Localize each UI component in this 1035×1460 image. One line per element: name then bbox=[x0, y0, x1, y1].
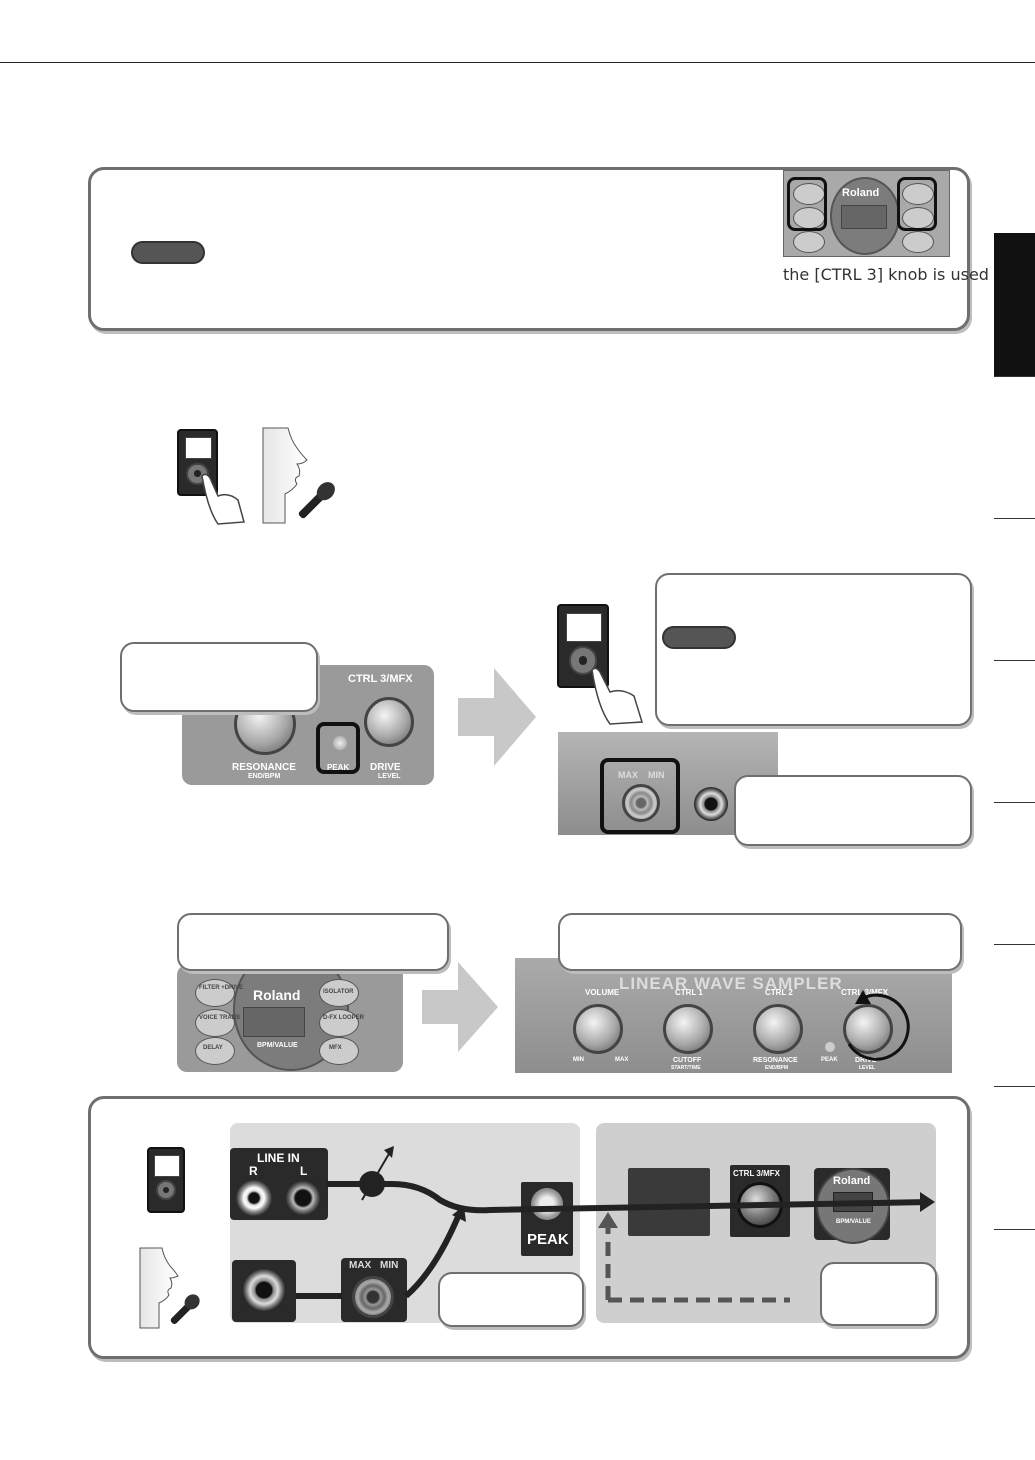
line-in-l-jack[interactable] bbox=[285, 1180, 321, 1216]
effect-block bbox=[628, 1168, 710, 1236]
l-label: L bbox=[300, 1164, 308, 1178]
step-arrow-icon bbox=[458, 668, 536, 766]
resonance-label: RESONANCE bbox=[232, 762, 296, 773]
ctrl3-knob[interactable] bbox=[364, 697, 414, 747]
pad-button[interactable] bbox=[195, 979, 235, 1007]
chapter-tab[interactable] bbox=[994, 802, 1035, 945]
pad-button[interactable] bbox=[319, 1009, 359, 1037]
peak-label: PEAK bbox=[327, 763, 350, 772]
mic-level-highlight bbox=[600, 758, 680, 834]
peak-callout bbox=[120, 642, 318, 712]
chapter-tab[interactable] bbox=[994, 660, 1035, 803]
mic-level-knob[interactable] bbox=[622, 784, 660, 822]
pad-label: FILTER +DRIVE bbox=[199, 985, 244, 991]
chapter-tab[interactable] bbox=[994, 376, 1035, 519]
cutoff-label: CUTOFF bbox=[673, 1057, 702, 1064]
ctrl3-label: CTRL 3/MFX bbox=[841, 988, 888, 997]
end-bpm-label: END/BPM bbox=[765, 1065, 789, 1071]
singer-microphone-icon bbox=[262, 427, 335, 524]
drive-label: DRIVE bbox=[370, 762, 401, 773]
resonance-label: RESONANCE bbox=[753, 1057, 798, 1064]
line-in-label: LINE IN bbox=[257, 1151, 300, 1165]
pad-label: DELAY bbox=[203, 1045, 223, 1051]
peak-led bbox=[531, 1188, 563, 1220]
peak-flow-callout bbox=[438, 1272, 584, 1327]
end-bpm-label: END/BPM bbox=[248, 773, 281, 780]
callout-pill bbox=[662, 626, 736, 649]
drive-label: DRIVE bbox=[855, 1057, 877, 1064]
max-label: MAX bbox=[615, 1057, 629, 1063]
roland-logo: Roland bbox=[833, 1175, 871, 1187]
mic-level-knob[interactable] bbox=[352, 1276, 394, 1318]
min-label: MIN bbox=[380, 1260, 399, 1271]
front-panel: LINEAR WAVE SAMPLER VOLUME CTRL 1 CTRL 2… bbox=[515, 958, 952, 1073]
hand-icon bbox=[591, 667, 643, 725]
level-label: LEVEL bbox=[378, 773, 401, 780]
pad-label: VOICE TRANS bbox=[199, 1015, 241, 1021]
chapter-tab[interactable] bbox=[994, 518, 1035, 661]
player-callout bbox=[655, 573, 972, 726]
hand-icon bbox=[201, 473, 245, 525]
max-label: MAX bbox=[618, 770, 638, 780]
bpm-value-label: BPM/VALUE bbox=[836, 1219, 871, 1225]
pad-label: ISOLATOR bbox=[323, 989, 354, 995]
peak-highlight bbox=[316, 722, 360, 774]
pad-label: MFX bbox=[329, 1045, 342, 1051]
pad-button[interactable] bbox=[195, 1037, 235, 1065]
ctrl3-label: CTRL 3/MFX bbox=[348, 673, 413, 685]
roland-logo: Roland bbox=[253, 987, 301, 1003]
min-label: MIN bbox=[573, 1057, 584, 1063]
mic-callout bbox=[734, 775, 972, 846]
start-time-label: START/TIME bbox=[671, 1065, 701, 1071]
r-label: R bbox=[249, 1164, 258, 1178]
left-pad-highlight bbox=[787, 177, 827, 231]
pad-button[interactable] bbox=[319, 1037, 359, 1065]
level-label: LEVEL bbox=[859, 1065, 876, 1071]
chapter-tab-active bbox=[994, 233, 1035, 376]
audio-player-icon bbox=[147, 1147, 185, 1213]
pad-label: D-FX LOOPER bbox=[323, 1015, 365, 1021]
header-rule bbox=[0, 62, 1035, 63]
bpm-value-label: BPM/VALUE bbox=[257, 1042, 298, 1049]
ctrl3-label: CTRL 3/MFX bbox=[733, 1169, 780, 1178]
right-pad-highlight bbox=[897, 177, 937, 231]
mic-jack[interactable] bbox=[242, 1268, 286, 1312]
peak-led bbox=[825, 1042, 835, 1052]
line-in-r-jack[interactable] bbox=[236, 1180, 272, 1216]
singer-microphone-icon bbox=[139, 1247, 200, 1329]
chapter-tab[interactable] bbox=[994, 1086, 1035, 1230]
chapter-tab[interactable] bbox=[994, 944, 1035, 1087]
display-flow-callout bbox=[820, 1262, 937, 1326]
ctrl2-label: CTRL 2 bbox=[765, 988, 793, 997]
peak-led bbox=[333, 736, 347, 750]
volume-label: VOLUME bbox=[585, 988, 620, 997]
ctrl1-label: CTRL 1 bbox=[675, 988, 703, 997]
ctrl2-knob[interactable] bbox=[753, 1004, 803, 1054]
knob-callout bbox=[558, 913, 962, 971]
device-thumbnail: Roland bbox=[783, 170, 950, 257]
volume-knob[interactable] bbox=[573, 1004, 623, 1054]
rotate-arrow-icon bbox=[847, 990, 910, 1061]
roland-logo: Roland bbox=[842, 187, 880, 199]
peak-label: PEAK bbox=[527, 1231, 569, 1248]
model-title: LINEAR WAVE SAMPLER bbox=[619, 974, 843, 993]
pad-button[interactable] bbox=[195, 1009, 235, 1037]
note-pill bbox=[131, 241, 205, 264]
step-arrow-icon bbox=[422, 962, 498, 1052]
audio-player-icon bbox=[177, 429, 218, 496]
peak-label: PEAK bbox=[821, 1057, 838, 1063]
max-label: MAX bbox=[349, 1260, 372, 1271]
pad-callout bbox=[177, 913, 449, 971]
min-label: MIN bbox=[648, 770, 665, 780]
ctrl1-knob[interactable] bbox=[663, 1004, 713, 1054]
pad-button[interactable] bbox=[319, 979, 359, 1007]
